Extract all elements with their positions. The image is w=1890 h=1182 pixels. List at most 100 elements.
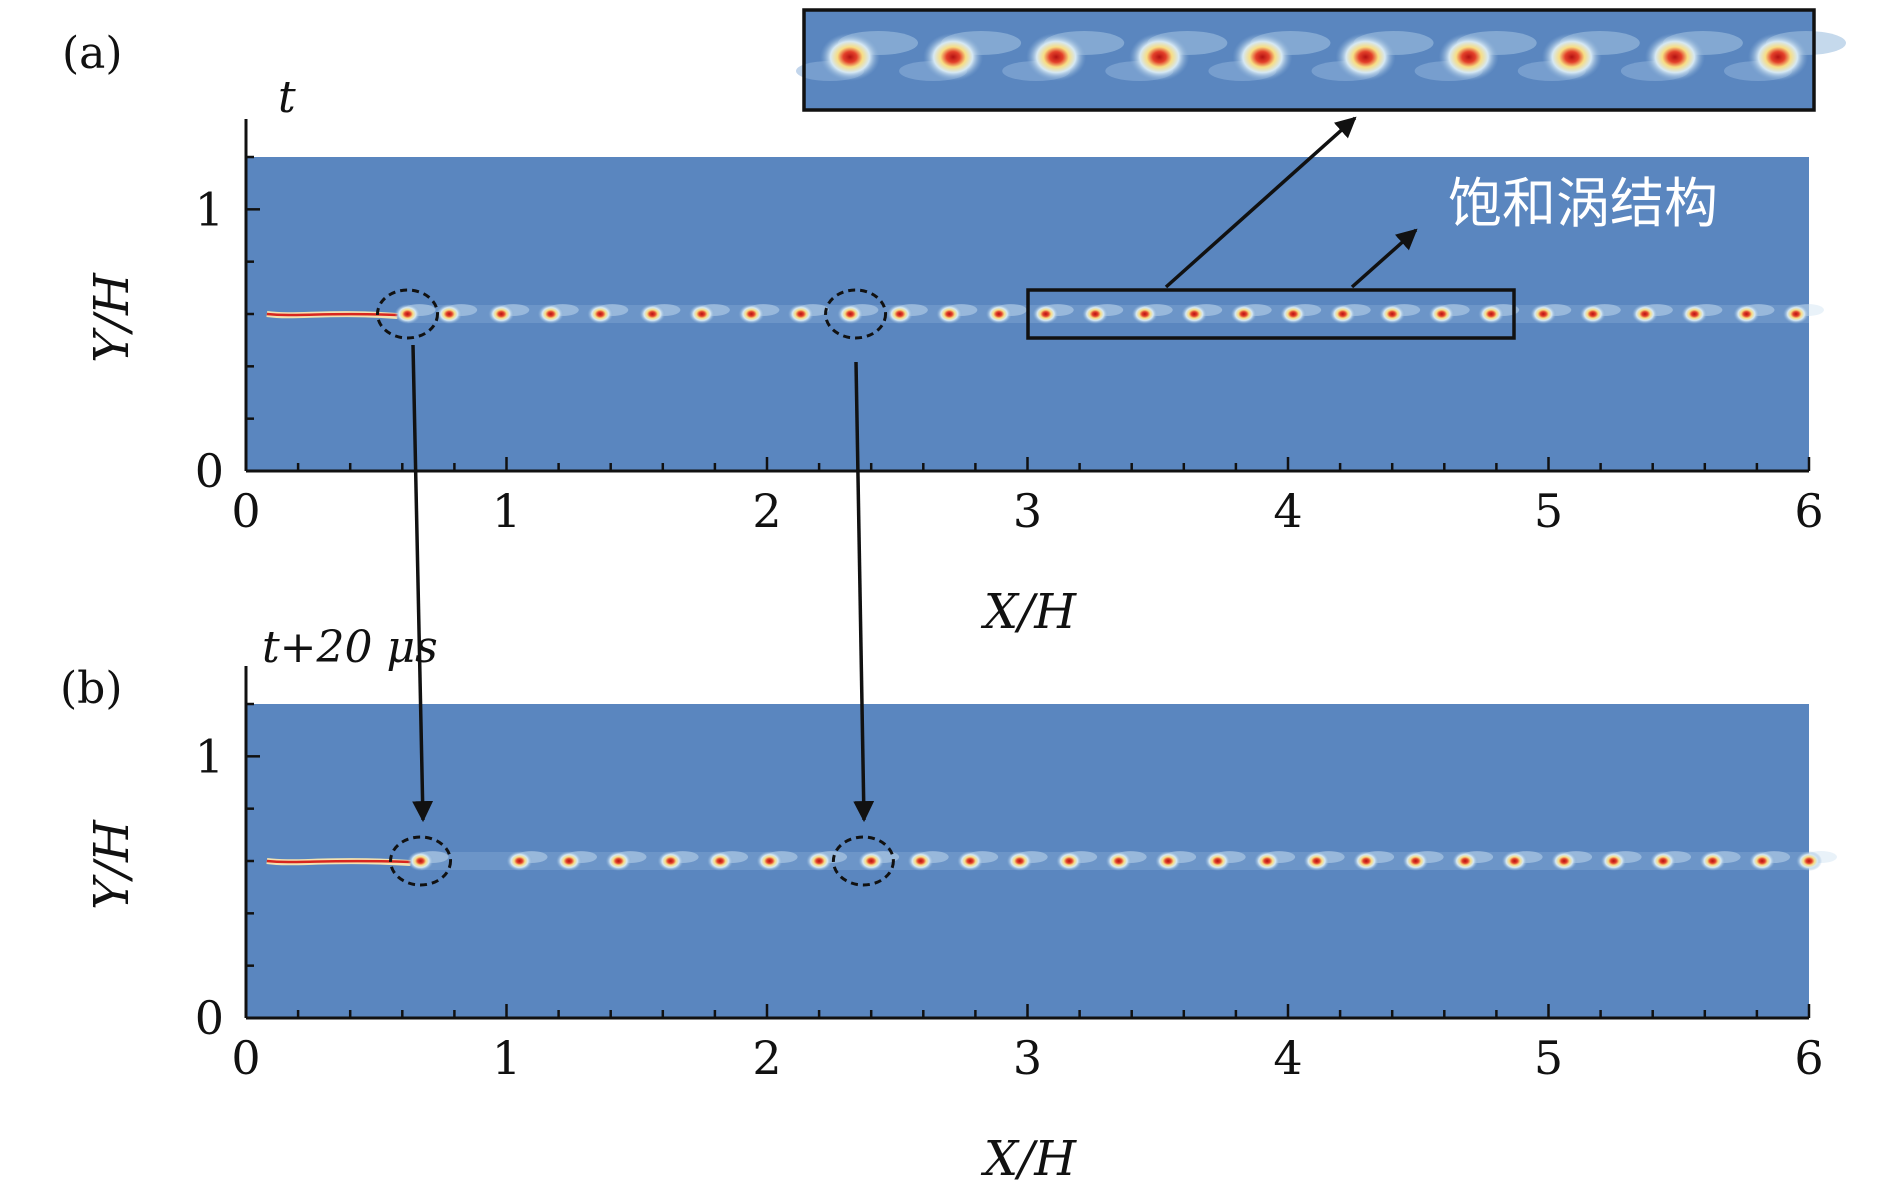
panel-b-highlight-circles [389,835,895,887]
vortex [1699,851,1726,871]
vortex [1478,304,1505,324]
vortex [1452,851,1479,871]
vortex [1650,851,1677,871]
highlight-circle [376,288,440,340]
vortex [1681,304,1708,324]
panel-b-ylabel: Y/H [84,819,140,910]
inset-vortex [1644,33,1705,81]
inset-arrow [1164,116,1357,289]
vortex [1530,304,1557,324]
x-tick-label: 5 [1534,1031,1563,1085]
vortex [1204,851,1231,871]
vortex [506,851,533,871]
vortex [1379,304,1406,324]
vortex [1600,851,1627,871]
panel-a-highlight-circles [376,288,888,340]
y-tick-label: 0 [195,991,224,1045]
annotation-arrow [1350,228,1418,289]
inset-vortices [796,31,1846,81]
vortex [806,851,833,871]
panel-b-label: (b) [60,663,123,714]
highlight-circle [824,288,888,340]
x-tick-label: 5 [1534,484,1563,538]
vortex [738,304,765,324]
vortex [639,304,666,324]
x-tick-label: 0 [231,484,260,538]
vortex [1402,851,1429,871]
vortex [858,851,885,871]
vortex [1254,851,1281,871]
vortex [886,304,913,324]
vortex [1181,304,1208,324]
jet-core-line [266,312,398,317]
inset-zoom [796,8,1846,112]
vortex [787,304,814,324]
saturated-vortex-box [1026,288,1516,340]
x-tick-label: 1 [492,1031,521,1085]
vortex [1579,304,1606,324]
x-tick-label: 3 [1013,1031,1042,1085]
track-arrow-left [411,344,434,823]
inset-frame [802,8,1816,112]
x-tick-label: 6 [1794,1031,1823,1085]
highlight-circle [831,835,895,887]
vortex [1131,304,1158,324]
vortex [957,851,984,871]
vortex [1155,851,1182,871]
y-tick-label: 0 [195,444,224,498]
inset-vortex [1541,33,1602,81]
vortex [1280,304,1307,324]
vortex [1303,851,1330,871]
jet-core-line [266,859,411,864]
vortex [1631,304,1658,324]
vortex [1551,851,1578,871]
x-tick-label: 4 [1273,484,1302,538]
vortex [1230,304,1257,324]
vortex [1006,851,1033,871]
y-tick-label: 1 [195,729,224,783]
vortex [688,304,715,324]
vortex [985,304,1012,324]
inset-vortex [923,33,984,81]
vortex [756,851,783,871]
x-tick-label: 0 [231,1031,260,1085]
panel-a-time-label: t [278,72,296,123]
x-tick-label: 4 [1273,1031,1302,1085]
vortex [657,851,684,871]
vortex [907,851,934,871]
vortex [837,304,864,324]
vortex [1796,851,1822,871]
vortex [1428,304,1455,324]
vortex [436,304,463,324]
vortex [605,851,632,871]
vortex [1082,304,1109,324]
vortex [587,304,614,324]
x-tick-label: 2 [752,484,781,538]
vortex [537,304,564,324]
vortex [1501,851,1528,871]
x-tick-label: 2 [752,1031,781,1085]
inset-vortex [1748,33,1808,81]
vortex [407,851,434,871]
annotation-text: 饱和涡结构 [1448,172,1718,235]
vortex [1329,304,1356,324]
vortex [1105,851,1132,871]
y-tick-label: 1 [195,182,224,236]
panel-b-vortices [407,851,1837,871]
x-tick-label: 1 [492,484,521,538]
panel-a-ylabel: Y/H [84,272,140,363]
vortex [1032,304,1059,324]
inset-vortex [1438,33,1499,81]
panel-b-time-label: t+20 μs [262,622,438,673]
panel-b-axes: 0 1 2 3 4 5 6 0 1 [195,666,1824,1085]
vortex [488,304,515,324]
vortex [1733,304,1760,324]
x-tick-label: 3 [1013,484,1042,538]
inset-vortex [1026,33,1087,81]
vortex [936,304,963,324]
panel-a-label: (a) [62,28,123,79]
